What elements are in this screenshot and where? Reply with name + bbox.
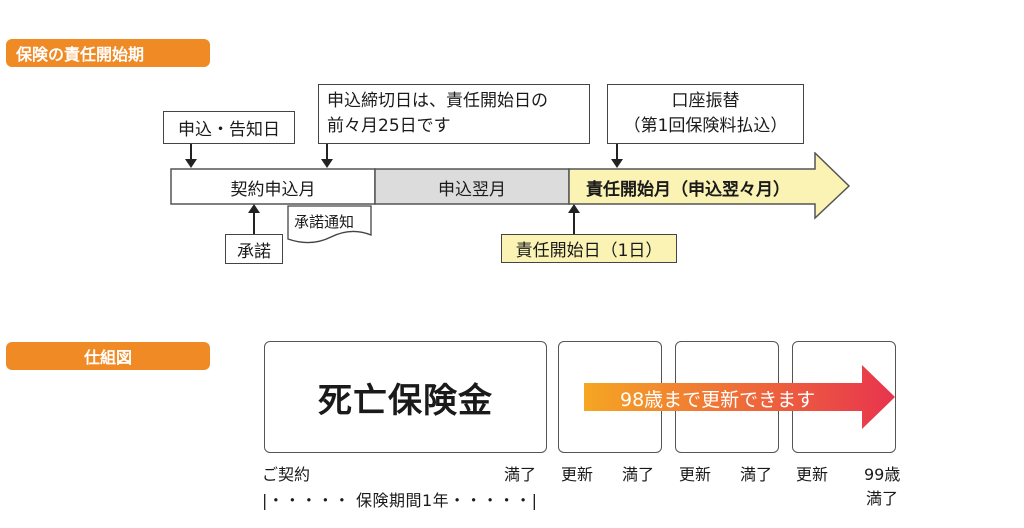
- label-renew-2: 更新: [679, 465, 712, 484]
- arrow-down-icon: [185, 159, 197, 168]
- callout-deadline-line1: 申込締切日は、責任開始日の: [327, 91, 548, 111]
- callout-debit: 口座振替 （第1回保険料払込）: [607, 84, 804, 144]
- label-renew-3: 更新: [796, 465, 829, 484]
- arrow-down-icon: [321, 159, 333, 168]
- approval-box: 承諾: [225, 234, 283, 264]
- callout-application-text: 申込・告知日: [178, 120, 280, 140]
- timeline-seg2-bg: [374, 168, 570, 205]
- insurance-period-label: |・・・・・ 保険期間1年・・・・・|: [262, 491, 538, 510]
- arrow-up-icon: [248, 204, 260, 213]
- callout-deadline-line2: 前々月25日です: [327, 116, 451, 136]
- callout-debit-line1: 口座振替: [671, 91, 740, 111]
- timeline-seg2-label: 申込翌月: [438, 180, 506, 200]
- death-benefit-text: 死亡保険金: [318, 380, 493, 421]
- arrow-line-application: [190, 144, 192, 160]
- arrow-up-icon: [568, 204, 580, 213]
- label-renew-1: 更新: [561, 465, 594, 484]
- label-expire-1: 満了: [504, 465, 537, 484]
- label-expire-3: 満了: [740, 465, 773, 484]
- start-day-text: 責任開始日（1日）: [515, 241, 663, 261]
- callout-application-date: 申込・告知日: [163, 111, 295, 144]
- timeline-seg3-bg: [568, 152, 851, 220]
- section-title-text: 仕組図: [83, 348, 132, 367]
- arrow-line-deadline: [326, 144, 328, 160]
- timeline-seg1-label: 契約申込月: [230, 180, 316, 200]
- arrow-line-approval: [253, 212, 255, 234]
- arrow-line-debit: [616, 144, 618, 160]
- approval-notice-text: 承諾通知: [294, 213, 355, 231]
- arrow-line-start-day: [573, 212, 575, 234]
- label-age-99: 99歳: [864, 465, 901, 484]
- callout-deadline: 申込締切日は、責任開始日の 前々月25日です: [318, 84, 590, 144]
- label-expire-2: 満了: [622, 465, 655, 484]
- arrow-down-icon: [611, 159, 623, 168]
- renewal-arrow-text: 98歳まで更新できます: [620, 389, 816, 411]
- start-day-box: 責任開始日（1日）: [501, 234, 677, 263]
- timeline-arrow: [170, 152, 851, 220]
- renewal-arrow: [584, 365, 895, 429]
- main-coverage-box: 死亡保険金: [264, 341, 547, 453]
- document-icon: [287, 205, 372, 244]
- section-title-structure: 仕組図: [6, 342, 210, 370]
- timeline-seg3-label: 責任開始月（申込翌々月）: [586, 180, 790, 200]
- section-title-coverage-start: 保険の責任開始期: [6, 39, 210, 67]
- approval-text: 承諾: [237, 241, 271, 262]
- section-title-text: 保険の責任開始期: [16, 45, 145, 64]
- callout-debit-line2: （第1回保険料払込）: [623, 116, 788, 136]
- label-expire-final: 満了: [866, 489, 899, 508]
- label-contract: ご契約: [262, 465, 311, 484]
